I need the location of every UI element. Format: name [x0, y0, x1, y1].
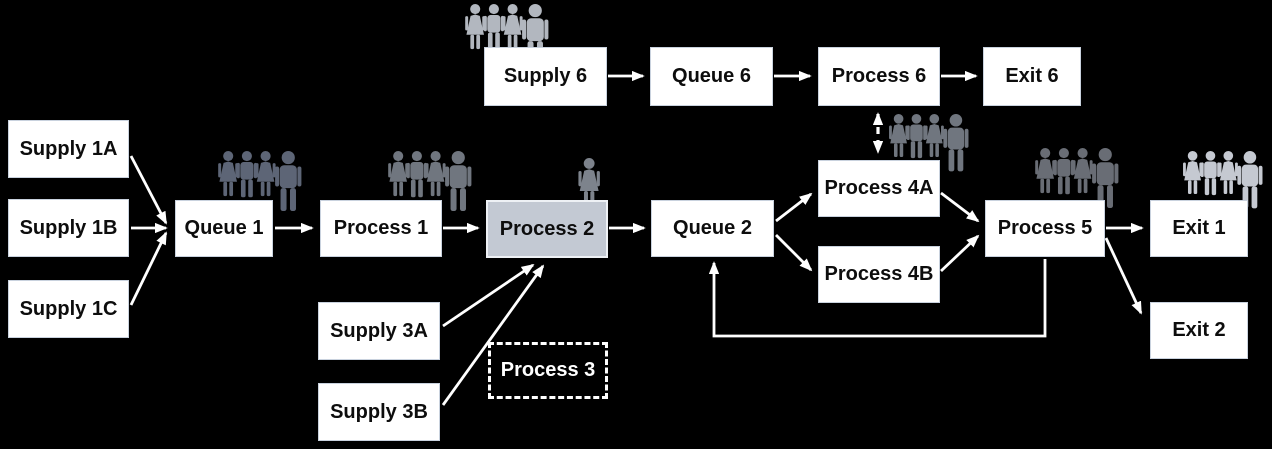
node-process-5[interactable]: Process 5	[985, 200, 1105, 257]
node-supply-1c[interactable]: Supply 1C	[8, 280, 129, 338]
arrow-queue2-process4b	[775, 234, 813, 272]
node-process-2[interactable]: Process 2	[486, 200, 608, 258]
arrow-process4b-process5	[940, 234, 980, 273]
arrow-process5-queue2-feedback	[708, 259, 1047, 338]
node-process-4b[interactable]: Process 4B	[818, 246, 940, 303]
node-queue-2[interactable]: Queue 2	[651, 200, 774, 257]
node-process-1[interactable]: Process 1	[320, 200, 442, 257]
node-supply-1b[interactable]: Supply 1B	[8, 199, 129, 257]
node-exit-6[interactable]: Exit 6	[983, 47, 1081, 106]
node-exit-1[interactable]: Exit 1	[1150, 200, 1248, 257]
node-process-4a[interactable]: Process 4A	[818, 160, 940, 217]
arrow-supply1a-queue1	[129, 155, 168, 225]
node-supply-3b[interactable]: Supply 3B	[318, 383, 440, 441]
arrow-process5-exit2	[1104, 237, 1143, 315]
node-process-6[interactable]: Process 6	[818, 47, 940, 106]
node-queue-6[interactable]: Queue 6	[650, 47, 773, 106]
node-supply-3a[interactable]: Supply 3A	[318, 302, 440, 360]
node-supply-1a[interactable]: Supply 1A	[8, 120, 129, 178]
arrow-queue2-process4a	[775, 192, 813, 223]
arrow-supply3a-process2	[442, 263, 535, 328]
node-queue-1[interactable]: Queue 1	[175, 200, 273, 257]
node-supply-6[interactable]: Supply 6	[484, 47, 607, 106]
node-process-3[interactable]: Process 3	[488, 342, 608, 399]
arrow-process4a-process5	[940, 191, 980, 223]
arrow-supply3b-process2	[441, 264, 545, 406]
arrow-supply1c-queue1	[129, 231, 168, 306]
node-exit-2[interactable]: Exit 2	[1150, 302, 1248, 359]
